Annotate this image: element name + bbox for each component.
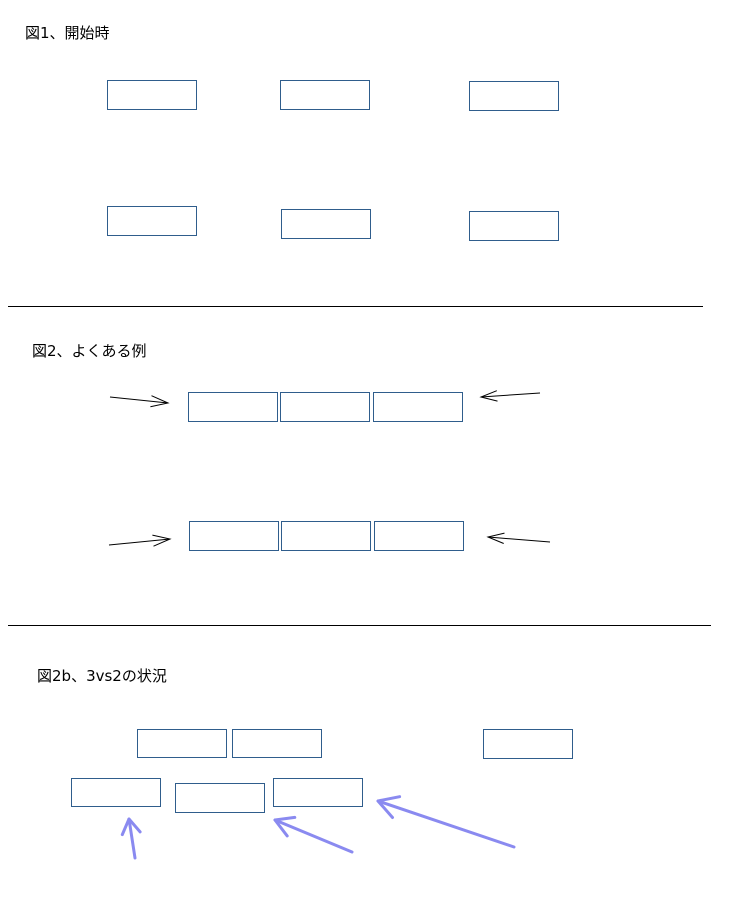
arrow-shaft: [127, 817, 137, 860]
arrow-shaft: [480, 392, 541, 398]
fig2b-box: [175, 783, 265, 813]
arrow-right: [108, 534, 172, 547]
figure-2b-title: 図2b、3vs2の状況: [37, 667, 167, 685]
fig1-box: [107, 80, 197, 110]
arrow-head: [376, 795, 402, 819]
blue-arrow: [376, 795, 516, 849]
figure-1-title: 図1、開始時: [25, 24, 110, 42]
arrow-right: [109, 395, 170, 408]
arrow-head: [152, 534, 172, 547]
arrow-head: [479, 390, 498, 402]
arrow-shaft: [487, 536, 551, 543]
figure-2-title: 図2、よくある例: [32, 342, 147, 360]
figure-2: [108, 390, 551, 551]
fig2b-box: [137, 729, 227, 758]
arrow-left: [479, 390, 541, 402]
arrow-left: [486, 532, 551, 544]
arrow-shaft: [109, 396, 169, 404]
fig1-box: [469, 81, 559, 111]
arrow-head: [150, 395, 170, 408]
fig2-box: [280, 392, 370, 422]
fig1-box: [281, 209, 371, 239]
fig2b-box: [232, 729, 322, 758]
fig2-box: [373, 392, 463, 422]
fig2-box: [188, 392, 278, 422]
blue-arrow: [120, 817, 142, 860]
figure-1: [107, 80, 559, 241]
fig1-box: [469, 211, 559, 241]
arrow-shaft: [108, 538, 171, 546]
fig1-box: [280, 80, 370, 110]
fig2-box: [281, 521, 371, 551]
fig2-box: [374, 521, 464, 551]
fig2b-box: [71, 778, 161, 807]
arrow-head: [486, 532, 505, 544]
fig2b-box: [273, 778, 363, 807]
arrow-head: [120, 817, 142, 837]
arrow-head: [273, 815, 297, 838]
fig1-box: [107, 206, 197, 236]
fig2-box: [189, 521, 279, 551]
arrow-shaft: [376, 799, 516, 849]
figure-2b: [71, 729, 573, 860]
arrow-shaft: [273, 818, 354, 854]
blue-arrow: [273, 815, 354, 854]
fig2b-box: [483, 729, 573, 759]
